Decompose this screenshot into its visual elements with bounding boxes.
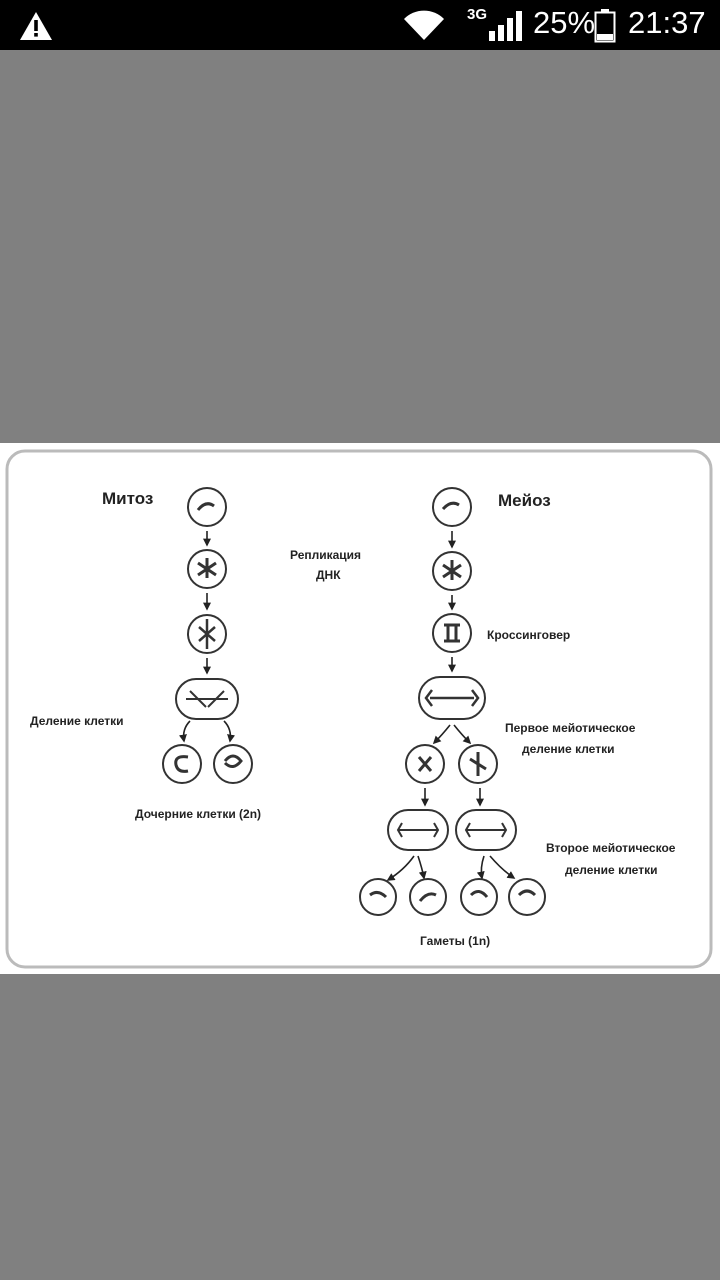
meiosis-cell-5 (405, 744, 445, 784)
mitosis-cell-1 (187, 487, 227, 527)
signal-icon (489, 11, 522, 41)
meiosis-cell-6 (458, 744, 498, 784)
gamete-cell-4 (508, 878, 546, 916)
meiosis-title: Мейоз (498, 491, 551, 510)
gamete-cell-1 (359, 878, 397, 916)
battery-percent: 25% (533, 5, 596, 40)
mitosis-cell-4 (175, 678, 239, 720)
mitosis-title: Митоз (102, 489, 153, 508)
mitosis-daughter-cell-2 (213, 744, 253, 784)
first-meiotic-label-1: Первое мейотическое (505, 721, 636, 735)
dna-replication-label-1: Репликация (290, 548, 361, 562)
daughter-cells-label: Дочерние клетки (2n) (135, 807, 261, 821)
diagram-image[interactable]: Митоз Мейоз Репликация ДНК Кроссинговер … (0, 443, 720, 974)
mitosis-cell-2 (187, 549, 227, 589)
battery-icon (594, 9, 616, 43)
first-meiotic-label-2: деление клетки (522, 742, 614, 756)
meiosis-cell-7 (387, 809, 449, 851)
clock: 21:37 (628, 5, 706, 40)
gametes-label: Гаметы (1n) (420, 934, 490, 948)
mitosis-cell-3 (187, 614, 227, 654)
diagram-border (5, 449, 713, 969)
second-meiotic-label-2: деление клетки (565, 863, 657, 877)
crossing-over-label: Кроссинговер (487, 628, 570, 642)
second-meiotic-label-1: Второе мейотическое (546, 841, 676, 855)
gamete-cell-2 (409, 878, 447, 916)
diagram-arrows (179, 531, 516, 881)
cell-division-label: Деление клетки (30, 714, 124, 728)
status-bar: 3G 25% 21:37 (0, 0, 720, 50)
mitosis-meiosis-diagram: Митоз Мейоз Репликация ДНК Кроссинговер … (5, 449, 713, 969)
meiosis-cell-3 (432, 613, 472, 653)
meiosis-cell-4 (418, 676, 486, 720)
meiosis-cell-2 (432, 551, 472, 591)
network-type-label: 3G (467, 6, 488, 23)
mitosis-daughter-cell-1 (162, 744, 202, 784)
warning-icon[interactable] (18, 10, 54, 42)
gamete-cell-3 (460, 878, 498, 916)
meiosis-cell-8 (455, 809, 517, 851)
meiosis-cell-1 (432, 487, 472, 527)
dna-replication-label-2: ДНК (316, 568, 341, 582)
wifi-icon (404, 10, 444, 40)
